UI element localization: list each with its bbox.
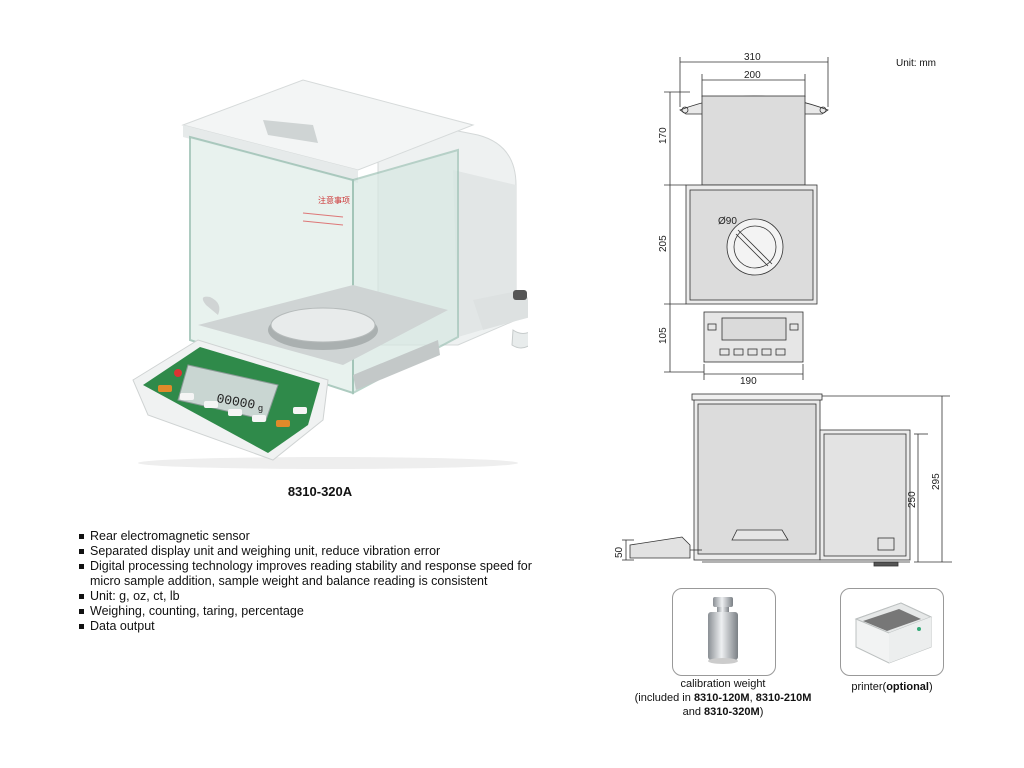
calibration-weight-title: calibration weight [680, 678, 766, 690]
model-8310-120m: 8310-120M [693, 692, 750, 704]
display-reading: 00000 [215, 391, 256, 413]
feature-item: Digital processing technology improves r… [78, 559, 538, 589]
calibration-weight-icon [708, 597, 738, 664]
display-unit: g [258, 403, 263, 413]
calibration-weight-caption: calibration weight (included in 8310-120… [618, 677, 828, 719]
model-8310-320m: 8310-320M [704, 706, 760, 718]
unit-label: Unit: mm [896, 58, 936, 69]
printer-optional: optional [886, 681, 929, 693]
dim-pan-diameter: Ø90 [718, 216, 737, 227]
caption-suffix: ) [759, 706, 764, 718]
dim-width-outer: 310 [744, 52, 761, 63]
dim-depth-front: 105 [658, 327, 669, 344]
feature-item: Unit: g, oz, ct, lb [78, 589, 538, 604]
printer-thumb [840, 588, 944, 676]
dim-height-display: 50 [614, 546, 625, 558]
feature-item: Weighing, counting, taring, percentage [78, 604, 538, 619]
dim-width-front: 190 [740, 376, 757, 387]
caption-prefix: (included in [634, 692, 694, 704]
feature-item: Separated display unit and weighing unit… [78, 544, 538, 559]
dim-depth-rear: 170 [658, 127, 669, 144]
model-label: 8310-320A [287, 484, 353, 499]
feature-list: Rear electromagnetic sensor Separated di… [78, 529, 538, 634]
side-view-drawing: 295 250 50 [614, 393, 952, 567]
printer-icon [854, 602, 933, 664]
printer-caption: printer(optional) [836, 680, 948, 694]
caption-sep: , [749, 692, 756, 704]
calibration-weight-thumb [672, 588, 776, 676]
calibration-weight-models-2: and 8310-320M) [618, 705, 828, 719]
feature-item: Rear electromagnetic sensor [78, 529, 538, 544]
top-view-drawing: 310 200 Ø90 190 170 205 105 [658, 52, 829, 387]
calibration-weight-models: (included in 8310-120M, 8310-210M [618, 691, 828, 705]
dim-height-total: 295 [931, 473, 942, 490]
dim-depth-chamber: 205 [658, 235, 669, 252]
printer-caption-prefix: printer( [851, 681, 887, 693]
dim-width-inner: 200 [744, 70, 761, 81]
model-8310-210m: 8310-210M [755, 692, 812, 704]
caption-and: and [682, 706, 705, 718]
product-photo: 注意事项 00000 g [132, 79, 528, 469]
feature-item: Data output [78, 619, 538, 634]
dim-height-body: 250 [907, 491, 918, 508]
printer-caption-suffix: ) [928, 681, 933, 693]
notice-text: 注意事项 [318, 195, 350, 205]
